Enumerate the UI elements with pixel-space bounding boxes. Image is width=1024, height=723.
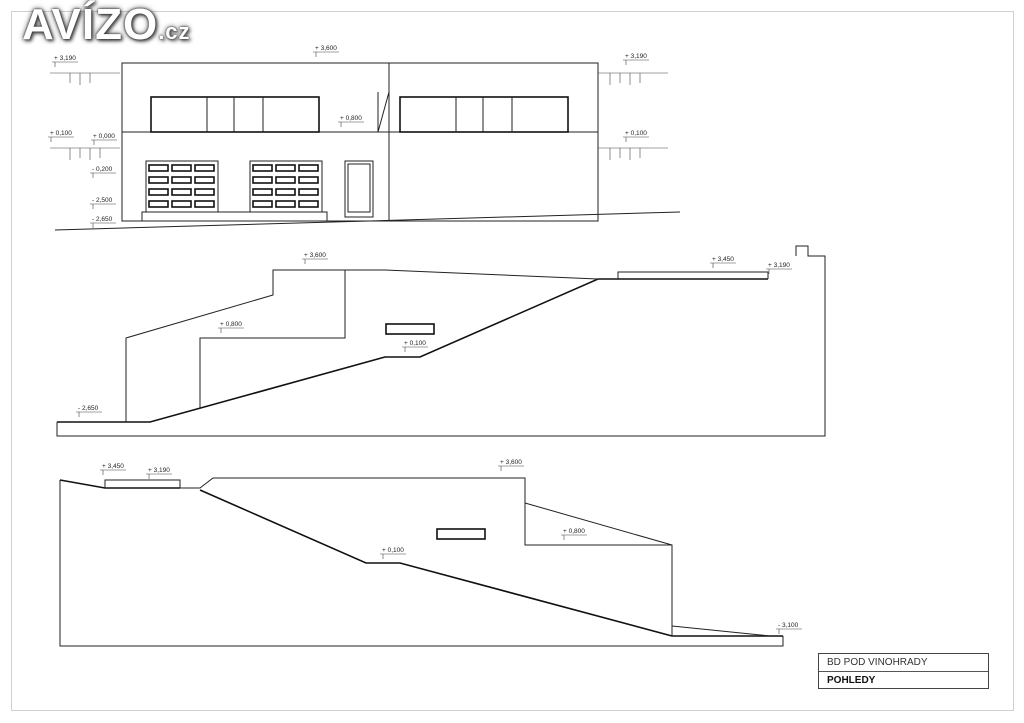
grille-panel: [275, 164, 296, 172]
grille-panel: [194, 200, 215, 208]
grille-panel: [298, 188, 319, 196]
level-marker: [48, 136, 74, 142]
level-marker: [100, 469, 126, 475]
level-marker: [313, 51, 339, 57]
project-name: BD POD VINOHRADY: [819, 654, 988, 672]
level-label: + 3,190: [54, 55, 76, 62]
grille-panel: [252, 164, 273, 172]
level-marker: [338, 121, 364, 127]
level-label: + 3,600: [500, 459, 522, 466]
grille-panel: [148, 188, 169, 196]
side-elevation-1: [56, 245, 826, 437]
level-label: + 3,190: [625, 53, 647, 60]
level-marker: [561, 534, 587, 540]
grille-panel: [194, 176, 215, 184]
level-label: + 3,450: [712, 256, 734, 263]
level-label: - 2,650: [78, 405, 99, 412]
grille-panel: [148, 164, 169, 172]
grille-panel: [148, 176, 169, 184]
level-label: - 3,100: [778, 622, 799, 629]
level-marker: [776, 628, 802, 634]
logo-suffix: .cz: [158, 19, 191, 44]
level-marker: [91, 139, 117, 145]
grille-panel: [171, 164, 192, 172]
level-marker: [90, 172, 116, 178]
level-marker: [710, 262, 736, 268]
grille-panel: [171, 188, 192, 196]
level-label: + 0,100: [404, 340, 426, 347]
level-marker: [90, 222, 116, 228]
grille-panel: [252, 188, 273, 196]
grille-panel: [252, 176, 273, 184]
title-block: BD POD VINOHRADY POHLEDY: [818, 653, 989, 689]
side-elevation-2: [59, 477, 784, 647]
upper-windows-right: [399, 96, 569, 133]
level-marker: [302, 258, 328, 264]
basement-grille-windows: [145, 160, 323, 213]
level-label: + 0,100: [382, 547, 404, 554]
level-marker: [146, 473, 172, 479]
level-label: - 0,200: [92, 166, 113, 173]
level-label: + 3,190: [768, 262, 790, 269]
avizo-logo: AVÍZO.cz: [22, 3, 191, 47]
level-marker: [380, 553, 406, 559]
grille-panel: [148, 200, 169, 208]
level-label: + 0,800: [340, 115, 362, 122]
level-label: + 3,600: [315, 45, 337, 52]
level-marker: [218, 327, 244, 333]
grille-panel: [275, 200, 296, 208]
grille-panel: [298, 176, 319, 184]
level-marker: [498, 465, 524, 471]
grille-panel: [194, 164, 215, 172]
level-marker: [90, 203, 116, 209]
level-label: + 0,800: [563, 528, 585, 535]
grille-panel: [275, 176, 296, 184]
grille-panel: [194, 188, 215, 196]
level-marker: [76, 411, 102, 417]
level-label: - 2,500: [92, 197, 113, 204]
grille-panel: [298, 164, 319, 172]
sheet-title: POHLEDY: [827, 675, 876, 686]
grille-panel: [275, 188, 296, 196]
level-marker: [52, 61, 78, 67]
grille-panel: [171, 200, 192, 208]
grille-panel: [298, 200, 319, 208]
level-marker: [766, 268, 792, 274]
entrance-door: [344, 160, 374, 218]
grille-panel: [171, 176, 192, 184]
level-label: + 0,800: [220, 321, 242, 328]
level-label: - 2,650: [92, 216, 113, 223]
level-marker: [623, 59, 649, 65]
level-label: + 3,600: [304, 252, 326, 259]
level-label: + 0,100: [50, 130, 72, 137]
level-label: + 3,190: [148, 467, 170, 474]
front-elevation: [50, 62, 681, 231]
upper-windows-left: [150, 96, 320, 133]
grille-panel: [252, 200, 273, 208]
level-label: + 0,100: [625, 130, 647, 137]
level-marker: [623, 136, 649, 142]
level-label: + 0,000: [93, 133, 115, 140]
level-label: + 3,450: [102, 463, 124, 470]
drawing-sheet-border: [11, 11, 1014, 711]
level-marker: [402, 346, 428, 352]
logo-text: AVÍZO: [22, 0, 159, 49]
